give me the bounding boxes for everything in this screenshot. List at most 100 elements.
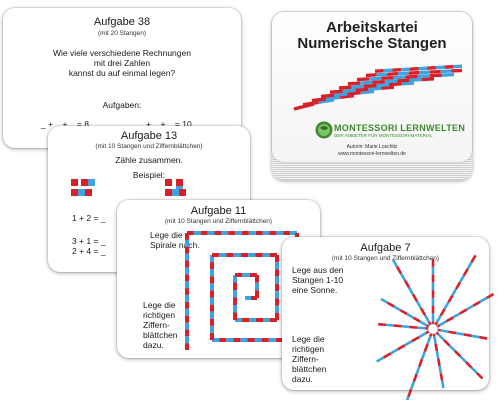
card38-question-line3: kannst du auf einmal legen? (68, 68, 176, 78)
card38-equation-right: _ + _ + _ = 10 (139, 119, 192, 129)
sun-rod (412, 316, 421, 323)
sun-rod (376, 356, 385, 363)
sun-rod (439, 320, 448, 327)
staircase-rod (363, 83, 377, 89)
staircase-rod (453, 64, 463, 69)
card7-text-3: eine Sonne. (292, 285, 338, 295)
staircase-rod (408, 70, 420, 75)
staircase-rod (318, 98, 335, 104)
sun-rod (386, 301, 395, 308)
sun-rod (443, 301, 450, 310)
sun-rod (448, 344, 456, 352)
sun-rod (462, 268, 469, 277)
sun-rod (455, 281, 462, 290)
staircase-rod (409, 77, 422, 82)
sun-rod (385, 323, 394, 327)
card38-subtitle: (mit 20 Stangen) (97, 30, 147, 37)
staircase-rod (374, 69, 384, 73)
staircase-rod (419, 70, 431, 75)
sun-rod (391, 259, 399, 268)
sun-rod (438, 365, 443, 374)
card13-rod-examples (71, 179, 186, 196)
sun-rod (419, 307, 427, 316)
box-title-line1: Arbeitskartei (326, 19, 418, 36)
card7-text-8: dazu. (292, 374, 313, 384)
card7-subtitle: (mit 10 Stangen und Ziffernblättchen) (331, 255, 440, 262)
staircase-rod (347, 90, 361, 96)
card13-instruction: Zähle zusammen. (115, 155, 183, 165)
card11-text-6: blättchen (143, 330, 178, 340)
staircase-rod (451, 68, 463, 73)
sun-rod (405, 396, 410, 400)
sun-rod (486, 292, 495, 300)
website-text: www.montessori-lernwelten.de (338, 151, 406, 157)
sun-rod (423, 343, 429, 352)
sun-rod (407, 286, 415, 296)
sun-rods-illustration (376, 254, 495, 400)
sun-rod (426, 336, 432, 345)
card11-text-7: dazu. (143, 340, 164, 350)
sun-rod (393, 305, 402, 312)
sun-rod (470, 254, 477, 263)
sun-rod (437, 333, 445, 341)
authors-text: Autorin: Marie Loschitz (346, 144, 398, 150)
staircase-rod (384, 79, 398, 84)
staircase-rod (417, 74, 430, 79)
staircase-rod (381, 76, 394, 81)
staircase-rod (429, 73, 442, 78)
sun-rod (434, 343, 439, 352)
sun-rod (465, 361, 473, 369)
card11-title: Aufgabe 11 (190, 205, 247, 217)
staircase-rod (347, 81, 361, 86)
sun-rod (459, 308, 468, 315)
staircase-rod (392, 68, 402, 72)
card7-text-5: richtigen (292, 344, 325, 354)
staircase-rod (388, 82, 402, 87)
sun-rod (412, 373, 418, 383)
staircase-rod (376, 72, 388, 77)
sun-rod (459, 355, 467, 363)
card7-text-6: Ziffern- (292, 354, 319, 364)
sun-rod (406, 312, 415, 319)
card11-text-3: Lege die (143, 300, 176, 310)
sun-rod (397, 344, 406, 351)
logo-text: MONTESSORI LERNWELTEN (334, 123, 466, 133)
sun-rod (419, 320, 428, 327)
card11-text-5: Ziffern- (143, 320, 170, 330)
staircase-rod (355, 87, 369, 92)
sun-rod (458, 274, 466, 283)
staircase-rod (383, 68, 393, 73)
staircase-rod (360, 80, 373, 85)
sun-rod (463, 333, 472, 338)
staircase-rod (368, 86, 382, 91)
staircase-rod (441, 72, 455, 77)
staircase-rod (444, 65, 454, 69)
card7-text-4: Lege die (292, 334, 325, 344)
sun-rod (383, 352, 392, 359)
sun-rod (401, 324, 410, 329)
sun-rod (407, 388, 413, 398)
staircase-rod (329, 89, 343, 94)
card-box: Arbeitskartei Numerische Stangen MONTESS… (272, 12, 472, 180)
card13-subtitle: (mit 10 Stangen und Ziffernblättchen) (95, 143, 203, 150)
card-box-cover: Arbeitskartei Numerische Stangen MONTESS… (272, 12, 472, 162)
staircase-rod (365, 73, 377, 78)
staircase-rod (409, 67, 419, 71)
sun-rod (439, 373, 444, 381)
sun-rod (479, 335, 488, 340)
staircase-rod (372, 79, 385, 85)
card7-text-1: Lege aus den (292, 265, 344, 275)
sun-rod (415, 300, 423, 309)
sun-rod (476, 372, 484, 380)
sun-rod (466, 304, 475, 311)
sun-rod (433, 336, 437, 344)
card7-title: Aufgabe 7 (360, 242, 411, 254)
sun-rod (411, 293, 419, 302)
sun-rod (435, 314, 442, 323)
card13-equation-2: 3 + 1 = _ (72, 236, 106, 246)
sun-rod (448, 330, 457, 335)
card38-equation-left: _ + _ + _ = 8 (41, 119, 89, 129)
staircase-rod (427, 66, 436, 70)
staircase-rod (401, 81, 415, 86)
sun-rod (440, 380, 445, 389)
